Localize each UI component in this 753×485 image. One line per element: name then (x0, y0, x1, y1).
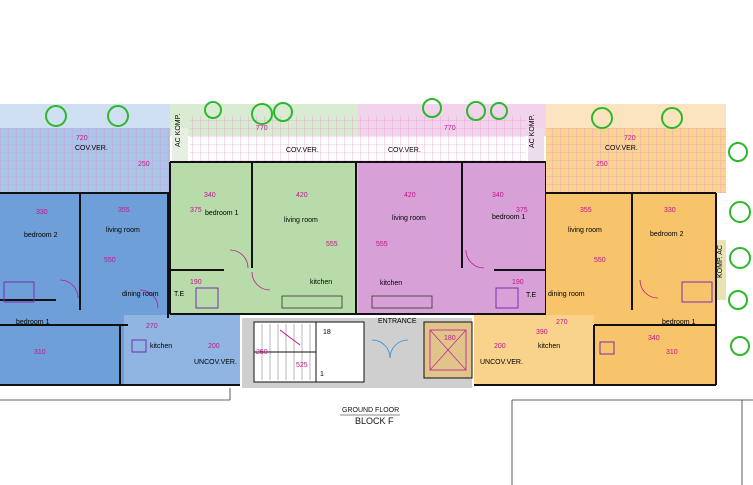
label-a-kitchen: kitchen (150, 343, 172, 350)
covered-terrace-c (358, 116, 526, 162)
tree-icon (728, 142, 748, 162)
label-b-bedroom1: bedroom 1 (205, 210, 239, 217)
tree-icon (107, 105, 129, 127)
label-d-ac: KOMP. AC (717, 245, 724, 278)
dim-d-550: 550 (594, 257, 606, 264)
label-c-kitchen: kitchen (380, 280, 402, 287)
dim-core-525: 525 (296, 362, 308, 369)
tree-icon (490, 102, 508, 120)
dim-d-720: 720 (624, 135, 636, 142)
dim-b-340: 340 (204, 192, 216, 199)
covered-terrace-d (546, 128, 726, 193)
dim-d-310: 310 (666, 349, 678, 356)
covered-terrace-a (0, 128, 170, 193)
label-c-ac: AC KOMP. (529, 115, 536, 148)
dim-c-340: 340 (492, 192, 504, 199)
label-a-bedroom1: bedroom 1 (16, 319, 50, 326)
label-b-terrace: COV.VER. (286, 147, 319, 154)
tree-icon (251, 103, 273, 125)
tree-icon (729, 247, 751, 269)
apartment-b (169, 104, 358, 315)
label-b-ac: AC KOMP. (175, 114, 182, 147)
dim-d-270: 270 (556, 319, 568, 326)
dim-d-355: 355 (580, 207, 592, 214)
dim-b-770: 770 (256, 125, 268, 132)
dim-a-270: 270 (146, 323, 158, 330)
dim-d-390: 390 (536, 329, 548, 336)
apartment-a (0, 104, 240, 386)
dim-a-330: 330 (36, 209, 48, 216)
dim-c-770: 770 (444, 125, 456, 132)
apartment-a-upper-floor (0, 193, 170, 315)
label-a-living: living room (106, 227, 140, 234)
dim-d-200: 200 (494, 343, 506, 350)
tree-icon (728, 290, 748, 310)
label-c-bedroom1: bedroom 1 (492, 214, 526, 221)
covered-terrace-b (190, 116, 358, 162)
tree-icon (591, 107, 613, 129)
dim-b-190: 190 (190, 279, 202, 286)
label-a-uncovered: UNCOV.VER. (194, 359, 237, 366)
label-stair-1: 1 (320, 371, 324, 378)
label-c-te: T.E (526, 292, 536, 299)
label-d-kitchen: kitchen (538, 343, 560, 350)
dim-d-250: 250 (596, 161, 608, 168)
tree-icon (45, 105, 67, 127)
tree-icon (422, 98, 442, 118)
label-d-terrace: COV.VER. (605, 145, 638, 152)
label-b-te: T.E (174, 291, 184, 298)
plan-title-floor: GROUND FLOOR (342, 407, 399, 414)
dim-a-720: 720 (76, 135, 88, 142)
label-a-bedroom2: bedroom 2 (24, 232, 58, 239)
dim-a-310: 310 (34, 349, 46, 356)
dim-b-375: 375 (190, 207, 202, 214)
ac-komp-c (528, 128, 544, 162)
label-c-terrace: COV.VER. (388, 147, 421, 154)
label-b-living: living room (284, 217, 318, 224)
dim-core-180: 180 (444, 335, 456, 342)
dim-b-555: 555 (326, 241, 338, 248)
apartment-c (358, 104, 547, 315)
tree-icon (204, 101, 222, 119)
dim-d-330: 330 (664, 207, 676, 214)
ac-komp-d (716, 240, 726, 300)
tree-icon (730, 336, 750, 356)
tree-icon (661, 107, 683, 129)
label-entrance: ENTRANCE (378, 318, 417, 325)
ac-komp-b (172, 128, 188, 162)
label-b-kitchen: kitchen (310, 279, 332, 286)
tree-icon (273, 102, 293, 122)
dim-c-420: 420 (404, 192, 416, 199)
dim-c-555: 555 (376, 241, 388, 248)
label-d-uncovered: UNCOV.VER. (480, 359, 523, 366)
label-d-bedroom2: bedroom 2 (650, 231, 684, 238)
tree-icon (466, 101, 486, 121)
label-d-living: living room (568, 227, 602, 234)
plan-title-block: BLOCK F (355, 416, 394, 426)
apartment-d (474, 104, 726, 386)
dim-a-550: 550 (104, 257, 116, 264)
stair-core (242, 318, 473, 388)
dim-a-355: 355 (118, 207, 130, 214)
dim-c-375: 375 (516, 207, 528, 214)
label-c-living: living room (392, 215, 426, 222)
apartment-b-interior (170, 162, 358, 314)
apartment-c-interior (358, 162, 546, 314)
dim-c-190: 190 (512, 279, 524, 286)
label-a-terrace: COV.VER. (75, 145, 108, 152)
tree-icon (729, 201, 751, 223)
label-d-dining: dining room (548, 291, 585, 298)
label-d-bedroom1: bedroom 1 (662, 319, 696, 326)
dim-d-340: 340 (648, 335, 660, 342)
dim-core-250: 250 (256, 349, 268, 356)
trees (45, 98, 751, 356)
label-a-dining: dining room (122, 291, 159, 298)
dim-a-200: 200 (208, 343, 220, 350)
label-stair-18: 18 (323, 329, 331, 336)
dim-b-420: 420 (296, 192, 308, 199)
dim-a-250: 250 (138, 161, 150, 168)
